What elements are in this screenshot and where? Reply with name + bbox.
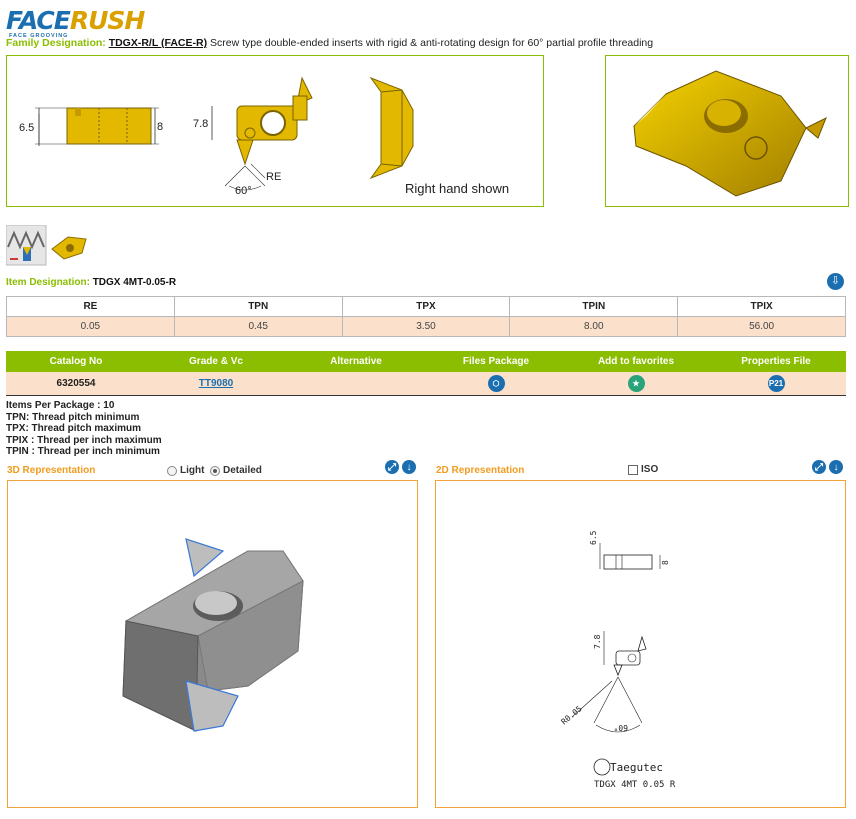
param-value: 0.05 — [6, 316, 175, 337]
param-value: 0.45 — [173, 316, 343, 337]
2d-brand-logo: Taegutec — [610, 761, 663, 774]
param-value: 8.00 — [509, 316, 679, 337]
fullscreen-2d-icon[interactable]: ⤢ — [812, 460, 826, 474]
catalog-table: Catalog No Grade & Vc Alternative Files … — [6, 351, 846, 396]
note-line: TPX: Thread pitch maximum — [6, 423, 142, 435]
param-header: TPIN — [509, 296, 679, 317]
favorite-star-icon[interactable]: ★ — [627, 375, 645, 392]
catalog-number: 6320554 — [56, 378, 96, 389]
item-label: Item Designation: — [6, 277, 90, 288]
logo-tagline: FACE GROOVING — [9, 33, 69, 39]
dim-side-text: 7.8 — [193, 118, 208, 130]
note-line: Items Per Package : 10 — [6, 400, 115, 411]
files-package-icon[interactable]: ⬡ — [487, 375, 505, 392]
parameters-table: RE TPN TPX TPIN TPIX 0.05 0.45 3.50 8.00… — [6, 296, 846, 337]
dim-height-text: 6.5 — [19, 122, 34, 134]
iso-label: ISO — [641, 464, 659, 475]
param-header: TPX — [341, 296, 511, 317]
2d-dim-c: 7.8 — [593, 634, 602, 649]
note-line: TPIN : Thread per inch minimum — [6, 446, 160, 458]
right-hand-caption: Right hand shown — [405, 181, 510, 196]
dim-angle-text: 60° — [235, 185, 252, 197]
light-label: Light — [180, 465, 205, 476]
download-3d-icon[interactable]: ↓ — [402, 460, 416, 474]
threading-application-icon[interactable] — [5, 224, 47, 266]
catalog-header: Alternative — [330, 356, 382, 367]
note-line: TPIX : Thread per inch maximum — [6, 434, 162, 446]
insert-photo — [633, 70, 827, 197]
note-line: TPN: Thread pitch minimum — [6, 411, 140, 423]
2d-viewer[interactable]: 6.5 8 7.8 R0.05 60° Taegutec TDGX 4MT 0.… — [435, 480, 846, 808]
family-label: Family Designation: — [6, 37, 106, 49]
iso-option[interactable]: ISO — [628, 464, 658, 475]
3d-section-title: 3D Representation — [7, 465, 96, 476]
catalog-header: Properties File — [741, 356, 811, 367]
2d-section-title: 2D Representation — [436, 465, 525, 476]
insert-thumbnail-icon[interactable] — [51, 236, 87, 260]
catalog-header: Files Package — [462, 356, 530, 367]
catalog-header: Catalog No — [49, 356, 103, 367]
item-value: TDGX 4MT-0.05-R — [92, 277, 177, 288]
2d-part-label: TDGX 4MT 0.05 R — [594, 780, 676, 790]
param-header: TPN — [173, 296, 343, 317]
dim-width-text: 8 — [157, 121, 163, 133]
technical-drawing-panel: 6.5 8 7.8 60° RE Right hand shown — [6, 55, 544, 207]
3d-model — [122, 538, 304, 732]
family-description: Screw type double-ended inserts with rig… — [210, 37, 654, 49]
catalog-header: Add to favorites — [597, 356, 675, 367]
family-designation: Family Designation: TDGX-R/L (FACE-R) Sc… — [6, 37, 653, 49]
light-radio[interactable] — [167, 465, 177, 476]
insert-photo-panel — [605, 55, 849, 207]
insert-drawing: 6.5 8 7.8 60° RE — [19, 76, 414, 197]
grade-link[interactable]: TT9080 — [198, 378, 234, 389]
detailed-radio[interactable] — [210, 465, 220, 476]
family-code-link[interactable]: TDGX-R/L (FACE-R) — [108, 37, 208, 49]
light-option[interactable]: Light — [167, 465, 204, 476]
item-designation: Item Designation: TDGX 4MT-0.05-R — [6, 277, 176, 288]
fullscreen-3d-icon[interactable]: ⤢ — [385, 460, 399, 474]
param-value: 56.00 — [677, 316, 846, 337]
3d-viewer[interactable] — [7, 480, 418, 808]
2d-dim-a: 6.5 — [589, 530, 598, 545]
detailed-option[interactable]: Detailed — [210, 465, 262, 476]
facerush-logo: FACERUSH FACE GROOVING — [6, 6, 186, 39]
2d-dim-r: R0.05 — [560, 704, 584, 726]
application-icons — [5, 224, 96, 272]
param-header: RE — [6, 296, 175, 317]
2d-dim-b: 8 — [661, 560, 670, 565]
2d-dim-angle: 60° — [614, 723, 628, 732]
iso-checkbox[interactable] — [628, 464, 638, 475]
param-value: 3.50 — [341, 316, 511, 337]
download-2d-icon[interactable]: ↓ — [829, 460, 843, 474]
logo-face-text: FACE — [6, 6, 71, 35]
properties-file-button[interactable]: P21 — [767, 375, 785, 392]
dim-radius-text: RE — [266, 171, 281, 183]
logo-rush-text: RUSH — [69, 6, 145, 35]
detailed-label: Detailed — [223, 465, 262, 476]
notes-block: Items Per Package : 10 TPN: Thread pitch… — [6, 400, 162, 458]
download-icon[interactable]: ⇩ — [827, 273, 844, 290]
2d-drawing: 6.5 8 7.8 R0.05 60° Taegutec TDGX 4MT 0.… — [560, 530, 676, 790]
param-header: TPIX — [677, 296, 846, 317]
catalog-header: Grade & Vc — [189, 356, 243, 367]
